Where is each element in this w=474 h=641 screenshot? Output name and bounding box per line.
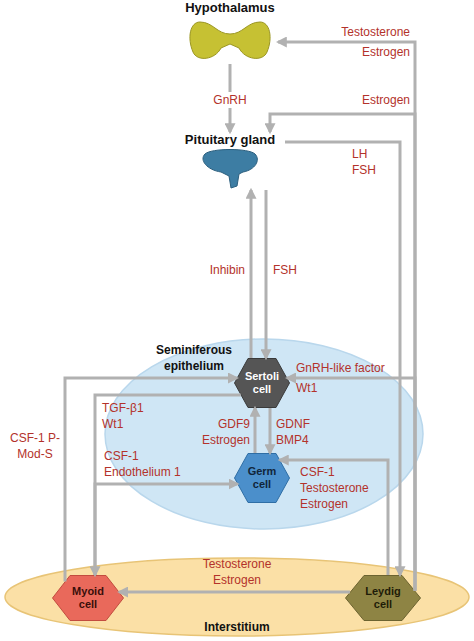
node-label: Hypothalamus xyxy=(182,0,278,16)
node-label: Leydig cell xyxy=(361,585,405,611)
node-label: Myoid cell xyxy=(66,585,110,611)
organ-node: Pituitary gland xyxy=(175,132,285,190)
signal-arrow xyxy=(270,114,415,591)
tissue-region: Seminiferous epitheliumSertoli cellGerm … xyxy=(104,338,424,530)
signal-arrow xyxy=(65,378,237,581)
pituitary-shape xyxy=(203,150,257,189)
node-shape xyxy=(175,148,285,190)
signal-label: GnRH xyxy=(210,92,250,108)
signal-label: Testosterone Estrogen xyxy=(330,22,410,62)
signal-arrow xyxy=(95,484,237,575)
cell-hexagon: Leydig cell xyxy=(345,575,421,621)
signal-label: CSF-1 Testosterone Estrogen xyxy=(300,464,380,512)
organ-node: Hypothalamus xyxy=(182,0,278,64)
cell-hexagon: Myoid cell xyxy=(52,575,124,621)
tissue-region: Interstitium Myoid cell Leydig cell xyxy=(4,557,470,637)
node-label: Pituitary gland xyxy=(175,132,285,148)
signal-label: Inhibin xyxy=(185,262,245,278)
signal-arrow xyxy=(250,190,253,358)
node-label: Germ cell xyxy=(240,465,284,491)
signal-label: GDF9 Estrogen xyxy=(192,416,250,448)
signal-label: TGF-β1 Wt1 xyxy=(102,400,152,432)
signal-label: LH FSH xyxy=(352,146,382,178)
signal-label: FSH xyxy=(273,262,313,278)
cell-shape xyxy=(235,454,290,503)
region-ellipse xyxy=(5,558,469,636)
signal-label: Estrogen xyxy=(340,92,410,108)
cell-shape xyxy=(53,576,124,621)
signal-arrow xyxy=(229,64,232,132)
signal-arrow xyxy=(119,591,350,594)
node-label: Seminiferous epithelium xyxy=(142,342,246,374)
cell-shape xyxy=(235,359,290,408)
signal-arrow xyxy=(269,408,272,453)
signal-label: GnRH-like factor Wt1 xyxy=(296,358,400,398)
region-ellipse xyxy=(105,339,423,529)
signal-arrow xyxy=(287,378,415,591)
signal-arrow xyxy=(254,408,257,453)
cell-hexagon: Germ cell xyxy=(234,453,290,503)
signal-label: Testosterone Estrogen xyxy=(197,556,277,588)
node-label: Interstitium xyxy=(4,620,470,635)
signal-arrow xyxy=(280,460,388,575)
signal-label: CSF-1 P-Mod-S xyxy=(8,430,62,462)
signal-arrow xyxy=(265,190,268,358)
cell-shape xyxy=(346,576,421,621)
signal-label: GDNF BMP4 xyxy=(276,416,320,448)
node-shape xyxy=(182,18,278,62)
hypothalamus-shape xyxy=(190,22,270,58)
signal-arrow xyxy=(285,142,400,575)
signal-arrow xyxy=(95,395,241,575)
cell-hexagon: Sertoli cell xyxy=(234,358,290,408)
signal-arrow xyxy=(278,42,415,591)
signal-label: CSF-1 Endothelium 1 xyxy=(104,448,188,480)
node-label: Sertoli cell xyxy=(240,370,284,396)
